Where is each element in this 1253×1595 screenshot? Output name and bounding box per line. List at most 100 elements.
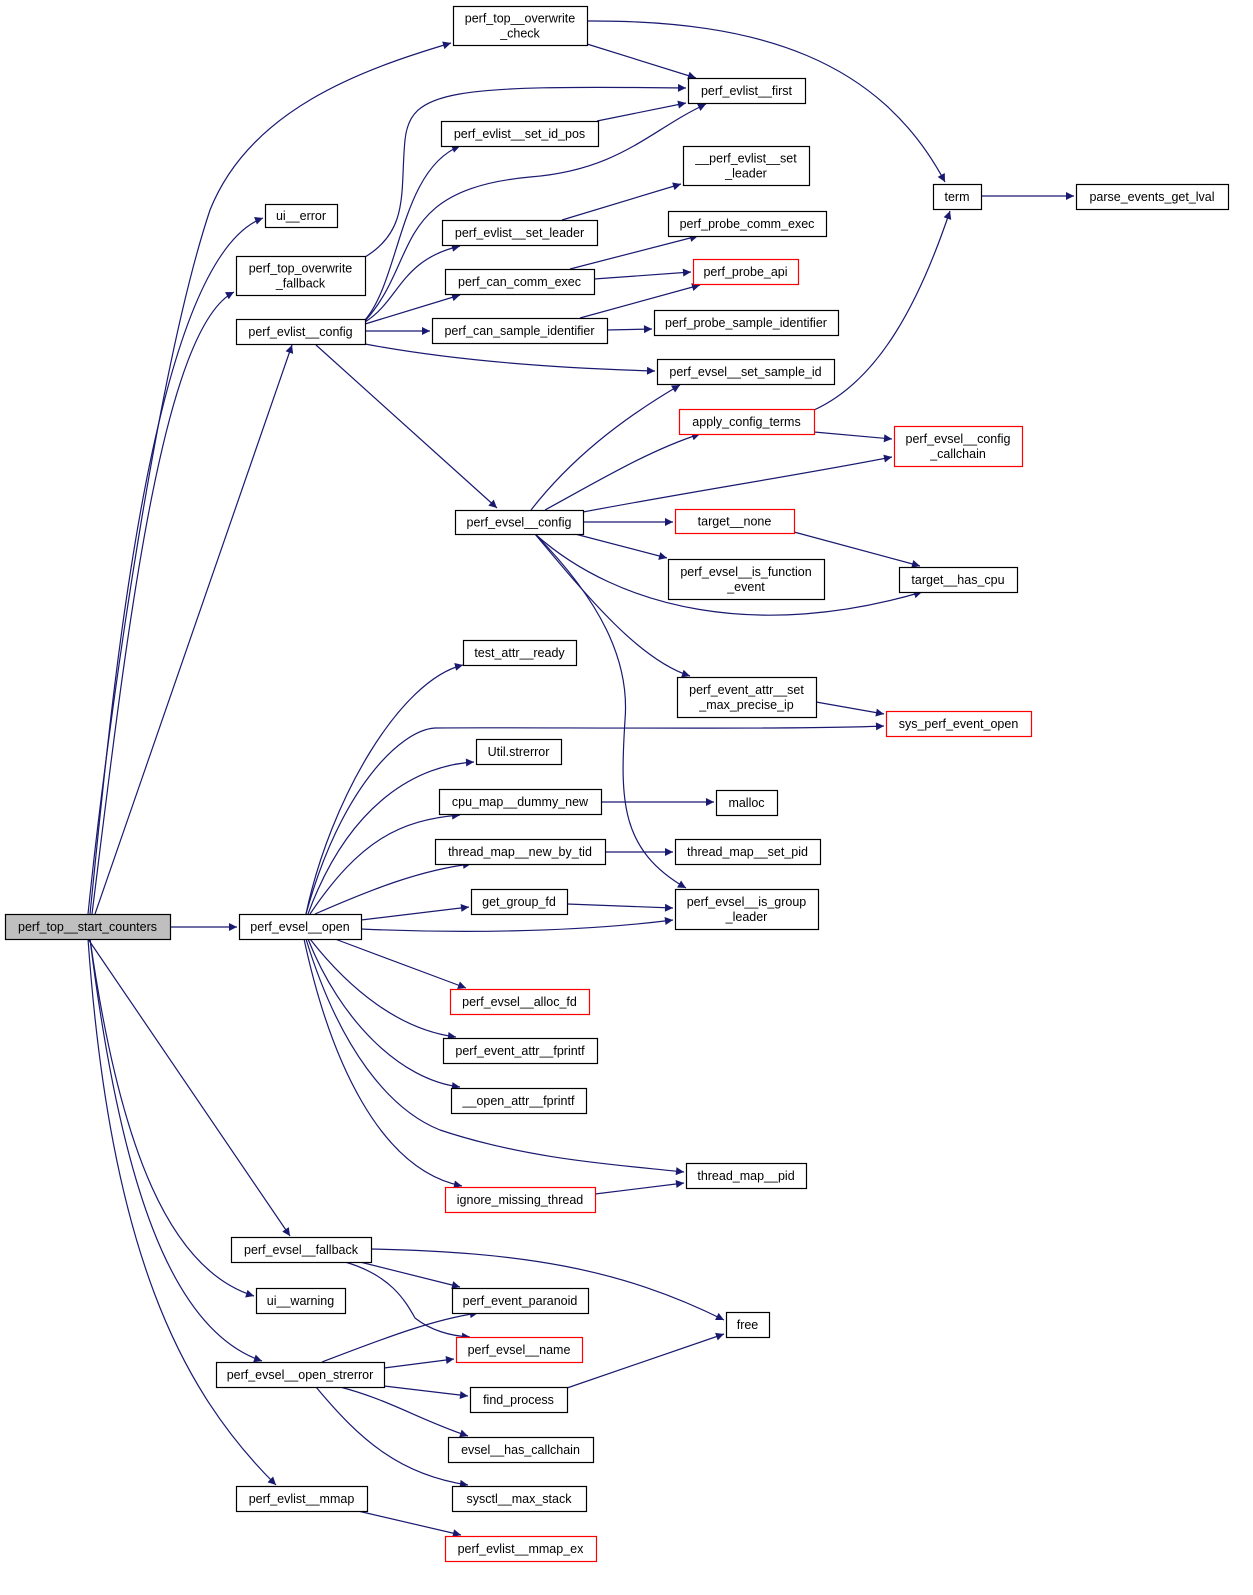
node-box: [676, 676, 818, 719]
node-box: [656, 358, 836, 386]
node-term[interactable]: term: [932, 183, 983, 211]
node-sys-open[interactable]: sys_perf_event_open: [885, 710, 1033, 738]
node-max-stack[interactable]: sysctl__max_stack: [451, 1485, 588, 1513]
node-box: [455, 1336, 584, 1364]
node-ow-check[interactable]: perf_top__overwrite_check: [452, 5, 589, 47]
node-label: target__none: [698, 515, 772, 529]
node-box: [442, 1037, 599, 1065]
node-box: [470, 888, 569, 916]
edge-evsel_config-to-config_callchain: [582, 454, 893, 513]
node-label: perf_evlist__set_id_pos: [454, 127, 585, 141]
node-box: [653, 309, 840, 337]
node-evsel-config[interactable]: perf_evsel__config: [454, 509, 585, 536]
node-is-function[interactable]: perf_evsel__is_function_event: [667, 558, 826, 601]
node-attr-fprintf[interactable]: perf_event_attr__fprintf: [442, 1037, 599, 1065]
node-target-none[interactable]: target__none: [674, 508, 796, 535]
node-malloc[interactable]: malloc: [715, 789, 779, 817]
node-label: ignore_missing_thread: [457, 1193, 584, 1207]
node-probe-api[interactable]: perf_probe_api: [692, 258, 800, 286]
node-label: perf_evlist__mmap_ex: [458, 1542, 585, 1556]
node-config-callchain[interactable]: perf_evsel__config_callchain: [893, 425, 1024, 468]
node-box: [447, 1436, 595, 1464]
node-set-leader[interactable]: perf_evlist__set_leader: [441, 219, 599, 247]
node-has-callchain[interactable]: evsel__has_callchain: [447, 1436, 595, 1464]
node-box: [451, 1287, 590, 1315]
node-set-sample-id[interactable]: perf_evsel__set_sample_id: [656, 358, 836, 386]
node-ow-fallback[interactable]: perf_top_overwrite_fallback: [235, 255, 367, 297]
node-label: apply_config_terms: [692, 415, 800, 429]
node-has-cpu[interactable]: target__has_cpu: [898, 566, 1019, 594]
node-test-attr[interactable]: test_attr__ready: [462, 639, 578, 667]
node-thread-pid[interactable]: thread_map__pid: [685, 1162, 808, 1190]
node-box: [685, 1162, 808, 1190]
edge-apply_terms-to-config_callchain: [813, 431, 893, 443]
node-set-precise[interactable]: perf_event_attr__set_max_precise_ip: [676, 676, 818, 719]
node-thread-new[interactable]: thread_map__new_by_tid: [434, 838, 607, 866]
node-box: [682, 145, 811, 187]
node-label: find_process: [483, 1393, 554, 1407]
node-label: _max_precise_ip: [698, 698, 794, 712]
node---set-leader[interactable]: __perf_evlist__set_leader: [682, 145, 811, 187]
edge-open_strerror-to-paranoid: [321, 1310, 479, 1363]
node-is-group-leader[interactable]: perf_evsel__is_group_leader: [674, 888, 820, 931]
edge-start-to-evlist_config: [94, 344, 294, 915]
node-evlist-first[interactable]: perf_evlist__first: [687, 77, 807, 105]
node-label: sysctl__max_stack: [467, 1492, 573, 1506]
edge-evlist_config-to-set_id_pos: [364, 145, 461, 321]
edge-set_id_pos-to-evlist_first: [596, 100, 687, 122]
edge-evsel_config-to-has_cpu: [534, 533, 923, 616]
node-evlist-mmap[interactable]: perf_evlist__mmap: [235, 1485, 369, 1513]
node-evlist-config[interactable]: perf_evlist__config: [235, 318, 367, 346]
node-label: perf_probe_api: [703, 265, 787, 279]
node-label: perf_top__overwrite: [465, 12, 576, 26]
node-can-sample-id[interactable]: perf_can_sample_identifier: [431, 317, 609, 345]
edge-start-to-evsel_fallback: [87, 938, 291, 1237]
node-evsel-name[interactable]: perf_evsel__name: [455, 1336, 584, 1364]
edge-evsel_open-to-ignore_missing: [303, 938, 463, 1189]
node-set-id-pos[interactable]: perf_evlist__set_id_pos: [440, 120, 600, 148]
node-evsel-open[interactable]: perf_evsel__open: [238, 913, 363, 941]
edge-evsel_config-to-is_group_leader: [534, 533, 687, 889]
node-box: [454, 509, 585, 536]
node-label: _fallback: [275, 277, 326, 291]
node-ui-error[interactable]: ui__error: [264, 203, 339, 229]
node-label: malloc: [728, 796, 764, 810]
node-open-attr-fprintf[interactable]: __open_attr__fprintf: [450, 1087, 588, 1115]
node-label: perf_can_sample_identifier: [444, 324, 594, 338]
node-parse-lval[interactable]: parse_events_get_lval: [1075, 183, 1230, 211]
node-thread-set-pid[interactable]: thread_map__set_pid: [674, 838, 822, 866]
nodes-layer: perf_top__start_counters perf_top__overwr…: [4, 5, 1230, 1563]
edge-ow_fallback-to-evlist_first: [364, 83, 687, 258]
node-ignore-missing[interactable]: ignore_missing_thread: [444, 1186, 597, 1214]
node-ui-warning[interactable]: ui__warning: [255, 1287, 347, 1315]
node-open-strerror[interactable]: perf_evsel__open_strerror: [215, 1361, 386, 1389]
node-label: perf_top_overwrite: [249, 262, 353, 276]
node-evsel-fallback[interactable]: perf_evsel__fallback: [230, 1236, 373, 1264]
node-cpu-dummy[interactable]: cpu_map__dummy_new: [438, 788, 603, 816]
node-probe-sample-id[interactable]: perf_probe_sample_identifier: [653, 309, 840, 337]
node-label: perf_evsel__name: [468, 1343, 571, 1357]
edge-start-to-ui_warning: [89, 938, 255, 1298]
node-strerror[interactable]: Util.strerror: [475, 738, 563, 766]
node-mmap-ex[interactable]: perf_evlist__mmap_ex: [444, 1535, 598, 1563]
edge-evsel_fallback-to-evsel_name: [344, 1261, 471, 1341]
edge-start-to-evlist_mmap: [87, 938, 277, 1486]
node-free[interactable]: free: [725, 1311, 771, 1339]
node-box: [434, 838, 607, 866]
node-paranoid[interactable]: perf_event_paranoid: [451, 1287, 590, 1315]
node-apply-terms[interactable]: apply_config_terms: [678, 408, 816, 436]
edge-set_leader-to-__set_leader: [561, 182, 682, 221]
edge-start-to-ui_error: [89, 217, 264, 915]
node-can-comm-exec[interactable]: perf_can_comm_exec: [444, 268, 596, 296]
node-start[interactable]: perf_top__start_counters: [4, 913, 172, 941]
node-group-fd[interactable]: get_group_fd: [470, 888, 569, 916]
node-box: [667, 558, 826, 601]
node-label: _leader: [724, 167, 767, 181]
node-find-process[interactable]: find_process: [469, 1386, 569, 1414]
node-label: perf_evlist__first: [701, 84, 793, 98]
node-label: perf_evsel__open: [250, 920, 349, 934]
edge-evsel_open-to-sys_open: [305, 722, 885, 915]
node-alloc-fd[interactable]: perf_evsel__alloc_fd: [449, 988, 591, 1016]
edge-set_precise-to-sys_open: [815, 701, 885, 717]
node-probe-comm-exec[interactable]: perf_probe_comm_exec: [667, 210, 828, 238]
